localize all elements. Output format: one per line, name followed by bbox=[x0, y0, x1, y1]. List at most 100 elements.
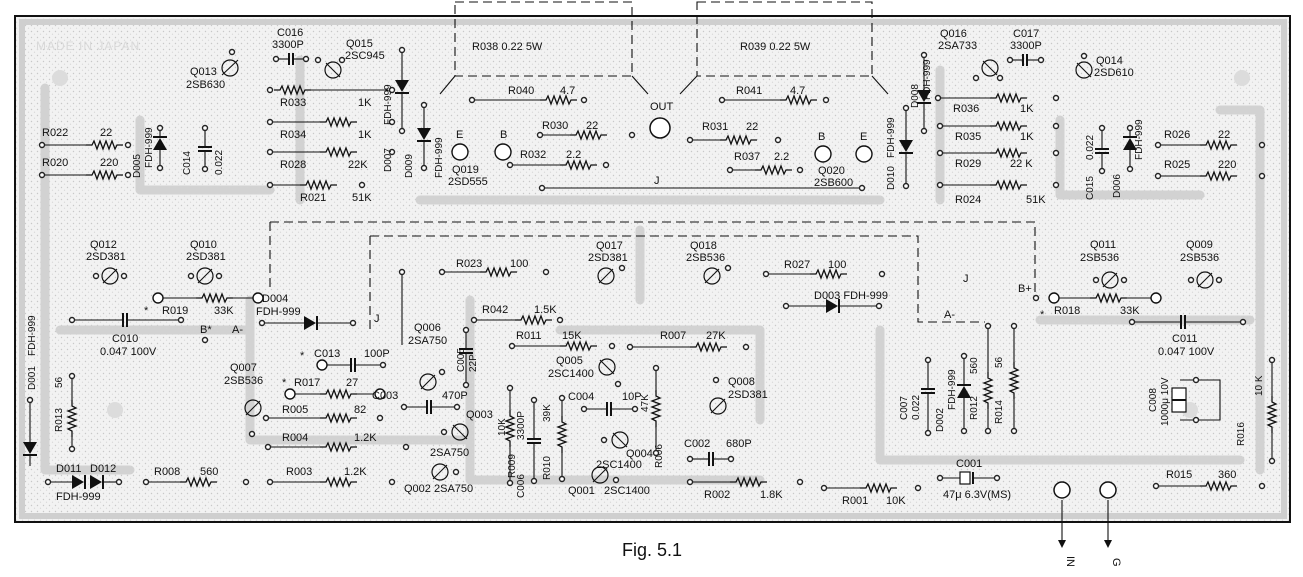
c007-label: C007 bbox=[899, 396, 910, 420]
r028-label: R028 bbox=[280, 159, 306, 171]
c004-capacitor bbox=[580, 402, 639, 416]
b-star-label: B* bbox=[200, 324, 212, 336]
out-terminal bbox=[649, 117, 671, 139]
q016-label: Q016 bbox=[940, 28, 967, 40]
r018 bbox=[1059, 293, 1151, 303]
d011-type: FDH-999 bbox=[56, 491, 101, 503]
r026 bbox=[1154, 140, 1266, 150]
d009-label: D009 bbox=[404, 154, 415, 178]
q010-type: 2SD381 bbox=[186, 251, 226, 263]
r017-label: R017 bbox=[294, 377, 320, 389]
r011-label: R011 bbox=[516, 330, 541, 342]
d011-label: D011 bbox=[56, 463, 81, 475]
r021 bbox=[266, 180, 366, 190]
r041 bbox=[718, 95, 830, 105]
d011-d012-diodes bbox=[44, 475, 123, 489]
q015-transistor bbox=[314, 56, 346, 79]
r034-value: 1K bbox=[358, 129, 372, 141]
q020-label: Q020 bbox=[818, 165, 845, 177]
c004-value: 10P bbox=[622, 391, 642, 403]
d005-diode bbox=[153, 124, 167, 172]
r032-value: 2.2 bbox=[566, 149, 581, 161]
r028 bbox=[266, 147, 396, 157]
q012-type: 2SD381 bbox=[86, 251, 126, 263]
r009-label: R009 bbox=[507, 454, 518, 478]
r041-label: R041 bbox=[736, 85, 762, 97]
d006-type: FDH-999 bbox=[1134, 119, 1145, 160]
r036 bbox=[934, 93, 1060, 103]
q006-label: Q006 bbox=[414, 322, 441, 334]
q019-label: Q019 bbox=[452, 164, 479, 176]
q003-label: Q003 bbox=[466, 409, 493, 421]
d004-label: D004 bbox=[262, 293, 288, 305]
q010-transistor bbox=[187, 267, 223, 285]
r014-label: R014 bbox=[994, 400, 1005, 424]
r038-label: R038 0.22 5W bbox=[472, 41, 543, 53]
r016-value: 10 K bbox=[1254, 375, 1265, 396]
g-label: G bbox=[1110, 558, 1122, 567]
r022-label: R022 bbox=[42, 127, 68, 139]
heatsink-outline-right bbox=[696, 1, 873, 77]
q008-transistor bbox=[709, 376, 727, 415]
r030-label: R030 bbox=[542, 120, 568, 132]
c011-label: C011 bbox=[1172, 333, 1197, 345]
d001-label: D001 bbox=[27, 366, 38, 390]
b-plus-label: B+ bbox=[1018, 283, 1032, 295]
q007-type: 2SB536 bbox=[224, 375, 263, 387]
r015-label: R015 bbox=[1166, 469, 1192, 481]
r007-label: R007 bbox=[660, 330, 686, 342]
a-minus-right: A- bbox=[944, 309, 955, 321]
j-label-left: J bbox=[374, 313, 380, 325]
r019 bbox=[163, 293, 253, 303]
made-in-japan-text: MADE IN JAPAN bbox=[36, 39, 140, 53]
r017-value: 27 bbox=[346, 377, 358, 389]
c002-value: 680P bbox=[726, 438, 752, 450]
r040 bbox=[468, 95, 588, 105]
r030-value: 22 bbox=[586, 120, 598, 132]
star-r017: * bbox=[282, 377, 287, 389]
r006-label: R006 bbox=[654, 444, 665, 468]
r001-value: 10K bbox=[886, 495, 906, 507]
q018-label: Q018 bbox=[690, 240, 717, 252]
c005-capacitor bbox=[459, 326, 473, 389]
c014-value: 0.022 bbox=[214, 150, 225, 175]
r036-value: 1K bbox=[1020, 103, 1034, 115]
c007-capacitor bbox=[921, 356, 935, 437]
r037 bbox=[726, 165, 804, 175]
d009-type: FDH-999 bbox=[434, 137, 445, 178]
r014-value: 56 bbox=[994, 356, 1005, 368]
r013-label: R013 bbox=[54, 408, 65, 432]
q017-type: 2SD381 bbox=[588, 252, 628, 264]
d010-type: FDH-999 bbox=[886, 117, 897, 158]
q008-type: 2SD381 bbox=[728, 389, 768, 401]
c011-value: 0.047 100V bbox=[1158, 346, 1215, 358]
r027-label: R027 bbox=[784, 259, 810, 271]
c015-capacitor bbox=[1095, 124, 1109, 175]
q007-label: Q007 bbox=[230, 362, 257, 374]
r029-label: R029 bbox=[955, 158, 981, 170]
q015-label: Q015 bbox=[346, 38, 373, 50]
r002-label: R002 bbox=[704, 489, 730, 501]
r004-value: 1.2K bbox=[354, 432, 377, 444]
q018-transistor bbox=[703, 264, 732, 285]
d008-type: FDH-999 bbox=[922, 59, 933, 100]
in-lead bbox=[1058, 500, 1066, 548]
r034-label: R034 bbox=[280, 129, 306, 141]
c013-capacitor bbox=[316, 358, 387, 372]
j-bus-outline bbox=[269, 221, 1036, 330]
q012-transistor bbox=[92, 267, 128, 285]
r025 bbox=[1154, 171, 1266, 181]
c015-value: 0.022 bbox=[1085, 135, 1096, 160]
r034 bbox=[266, 117, 396, 127]
board-outline bbox=[14, 15, 1291, 523]
r015 bbox=[1152, 481, 1266, 491]
q013-transistor bbox=[221, 48, 239, 77]
c004-label: C004 bbox=[568, 391, 594, 403]
c010-value: 0.047 100V bbox=[100, 346, 157, 358]
r013 bbox=[67, 372, 77, 453]
r006 bbox=[651, 364, 661, 457]
c015-label: C015 bbox=[1085, 176, 1096, 200]
copper-traces bbox=[40, 55, 1265, 485]
r033-value: 1K bbox=[358, 97, 372, 109]
q005-type: 2SC1400 bbox=[548, 368, 594, 380]
